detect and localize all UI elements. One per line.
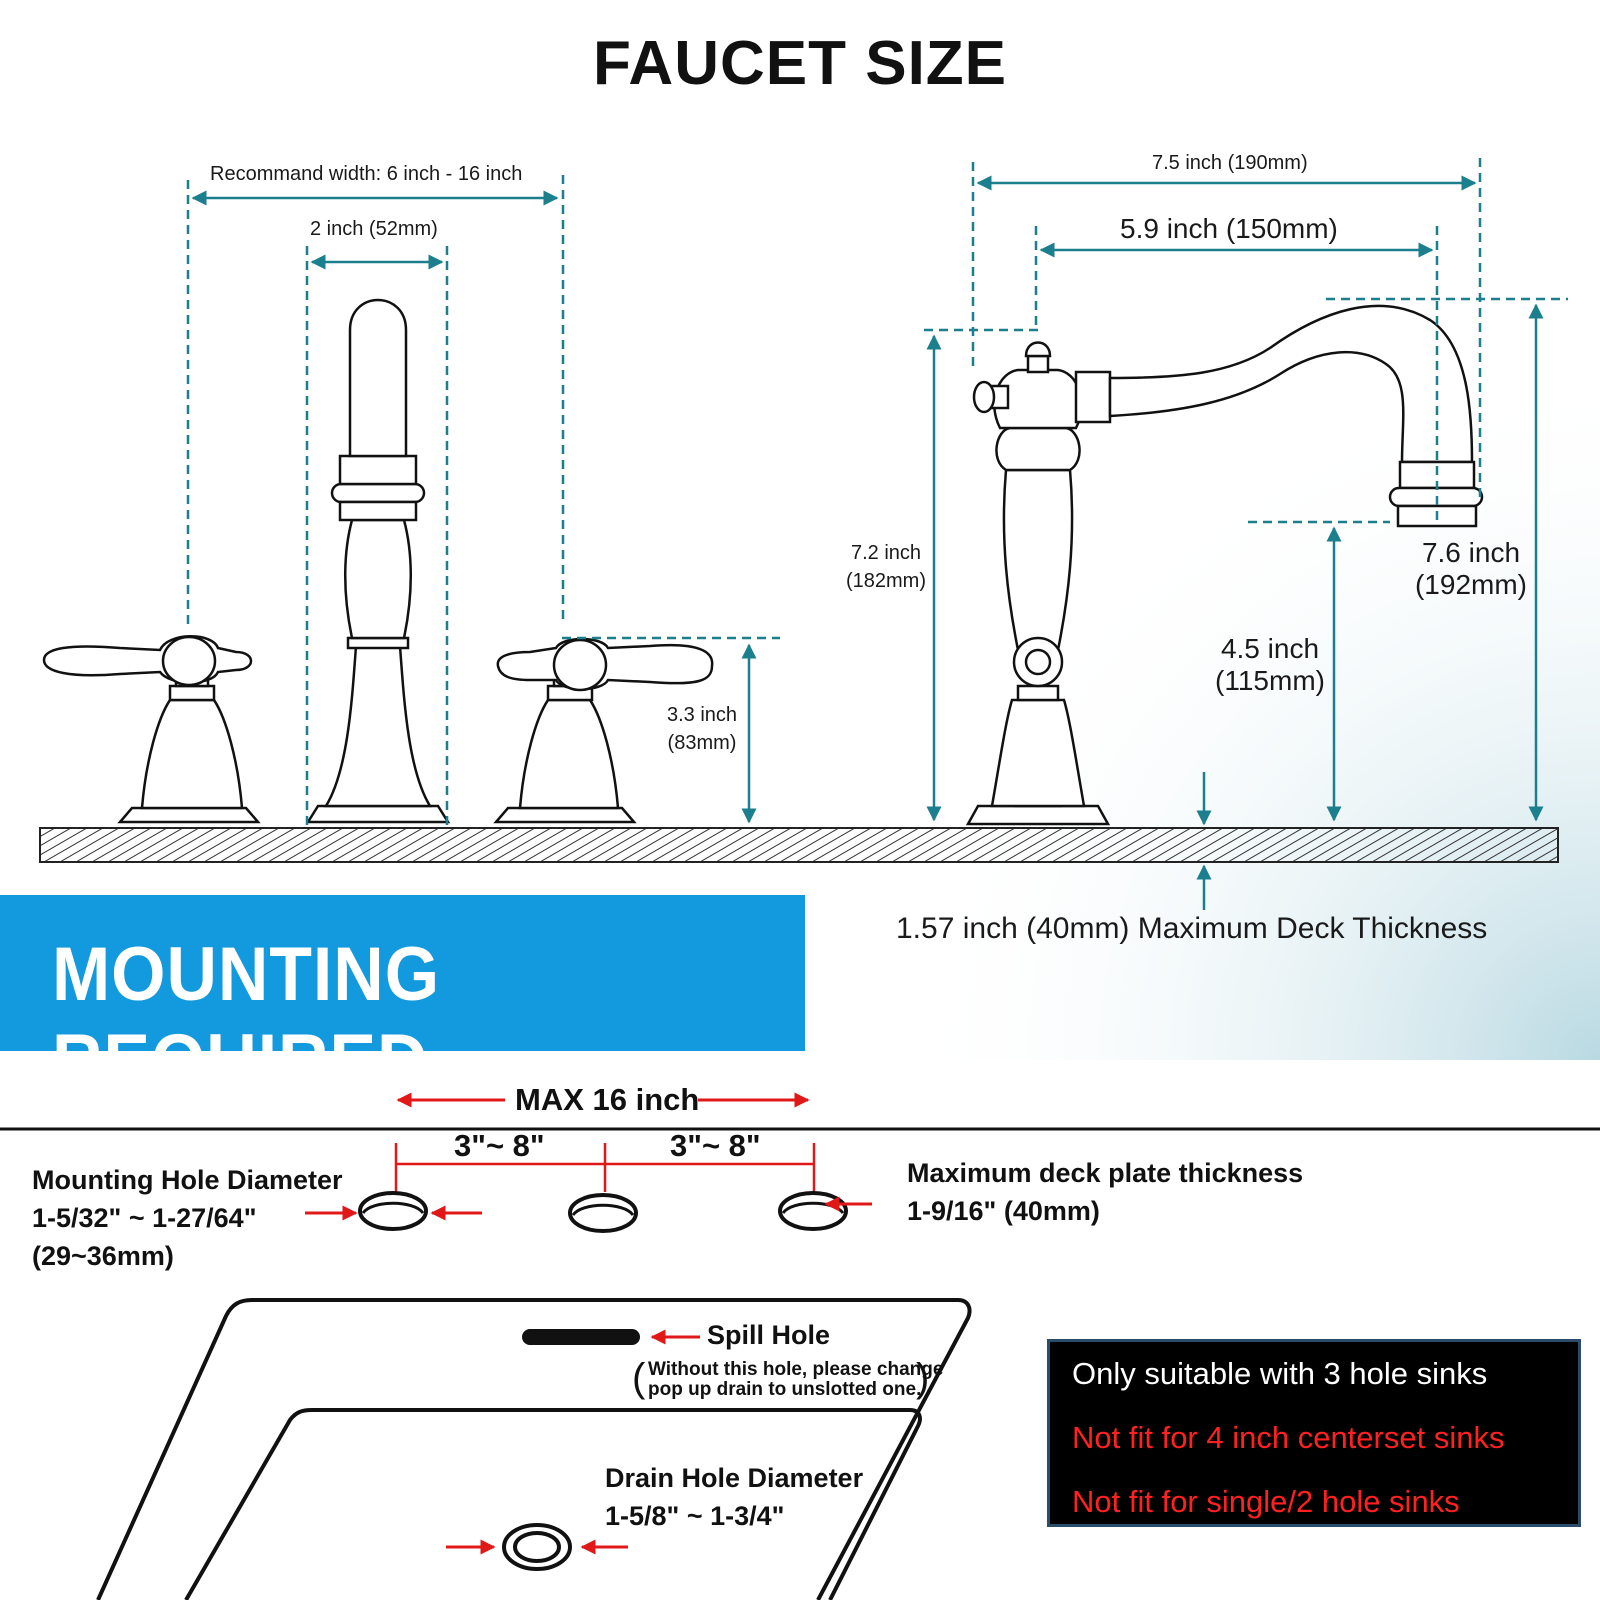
spill-hole-label: Spill Hole: [707, 1320, 831, 1350]
notice-line-1: Only suitable with 3 hole sinks: [1072, 1356, 1488, 1391]
banner-text: MOUNTING REQUIRED: [52, 932, 440, 1104]
mounting-hole-center: [568, 1193, 638, 1233]
compatibility-notice: Only suitable with 3 hole sinks Not fit …: [1047, 1339, 1581, 1527]
deck-surface: [39, 827, 1559, 863]
center-spout-drawing: [305, 298, 451, 824]
drain-hole-label: Drain Hole Diameter: [605, 1463, 864, 1493]
body-height-mm: (182mm): [845, 570, 926, 592]
sink-outline: [96, 1298, 972, 1600]
notice-line-2: Not fit for 4 inch centerset sinks: [1072, 1420, 1505, 1455]
right-handle-drawing: [493, 637, 714, 824]
hole-diameter-mm: (29~36mm): [32, 1241, 174, 1271]
handle-height-inch: 3.3 inch: [666, 704, 738, 726]
spacing-right-label: 3"~ 8": [670, 1128, 761, 1163]
mounting-required-banner: MOUNTING REQUIRED: [0, 895, 805, 1104]
side-view-drawing: [965, 304, 1484, 826]
spout-base-width-label: 2 inch (52mm): [310, 218, 438, 240]
spout-clearance-mm: (115mm): [1215, 665, 1325, 696]
spill-note-paren-open: (: [632, 1356, 646, 1400]
mounting-hole-left: [358, 1191, 428, 1231]
spout-reach-label: 5.9 inch (150mm): [1120, 213, 1338, 244]
recommend-width-label: Recommand width: 6 inch - 16 inch: [210, 163, 523, 185]
total-reach-label: 7.5 inch (190mm): [1152, 152, 1308, 174]
dimension-lines: [186, 158, 1568, 910]
mounting-hole-right: [778, 1191, 848, 1231]
spacing-bracket: [394, 1143, 816, 1192]
spout-clearance-inch: 4.5 inch: [1220, 633, 1320, 664]
handle-height-mm: (83mm): [667, 732, 737, 754]
page-title: FAUCET SIZE: [592, 29, 1008, 98]
hole-diameter-value: 1-5/32" ~ 1-27/64": [32, 1203, 257, 1233]
drain-hole-value: 1-5/8" ~ 1-3/4": [605, 1501, 785, 1531]
spout-height-inch: 7.6 inch: [1421, 537, 1521, 568]
left-handle-drawing: [42, 635, 261, 824]
notice-line-3: Not fit for single/2 hole sinks: [1072, 1484, 1460, 1519]
hole-diameter-arrows: [305, 1196, 872, 1221]
spill-note-line-1: Without this hole, please change: [648, 1359, 944, 1380]
drain-hole: [502, 1523, 572, 1571]
spill-note-paren-close: ): [916, 1356, 930, 1400]
spill-hole: [522, 1329, 640, 1345]
hole-diameter-label: Mounting Hole Diameter: [32, 1165, 343, 1195]
deck-plate-value: 1-9/16" (40mm): [907, 1196, 1100, 1226]
deck-thickness-label: 1.57 inch (40mm) Maximum Deck Thickness: [896, 912, 1488, 945]
spill-note-line-2: pop up drain to unslotted one.: [648, 1379, 922, 1400]
deck-plate-label: Maximum deck plate thickness: [907, 1158, 1304, 1188]
spacing-left-label: 3"~ 8": [454, 1128, 545, 1163]
max-spread-label: MAX 16 inch: [515, 1082, 700, 1117]
body-height-inch: 7.2 inch: [850, 542, 922, 564]
spout-height-mm: (192mm): [1414, 569, 1527, 600]
